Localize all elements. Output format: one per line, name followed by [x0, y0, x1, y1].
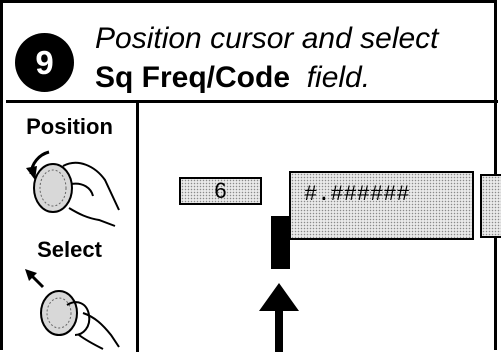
step-number-badge: 9: [15, 33, 74, 92]
instruction-line-1: Position cursor and select: [95, 22, 439, 55]
next-field[interactable]: [480, 174, 501, 238]
up-arrow-icon: [259, 283, 299, 352]
field-suffix: field.: [306, 61, 371, 94]
rotate-knob-icon: [26, 150, 120, 227]
channel-field[interactable]: 6: [179, 177, 262, 205]
select-label: Select: [37, 237, 102, 262]
position-label: Position: [26, 114, 113, 139]
control-sidebar: Position Select: [3, 100, 139, 352]
field-name: Sq Freq/Code: [95, 61, 291, 94]
instruction-line-2: Sq Freq/Code field.: [95, 61, 370, 95]
display-area: 6 #.######: [139, 100, 501, 352]
step-header: 9 Position cursor and select Sq Freq/Cod…: [6, 6, 498, 103]
sq-freq-code-field[interactable]: #.######: [289, 171, 474, 240]
cursor-block: [271, 216, 290, 269]
push-knob-icon: [25, 269, 120, 350]
